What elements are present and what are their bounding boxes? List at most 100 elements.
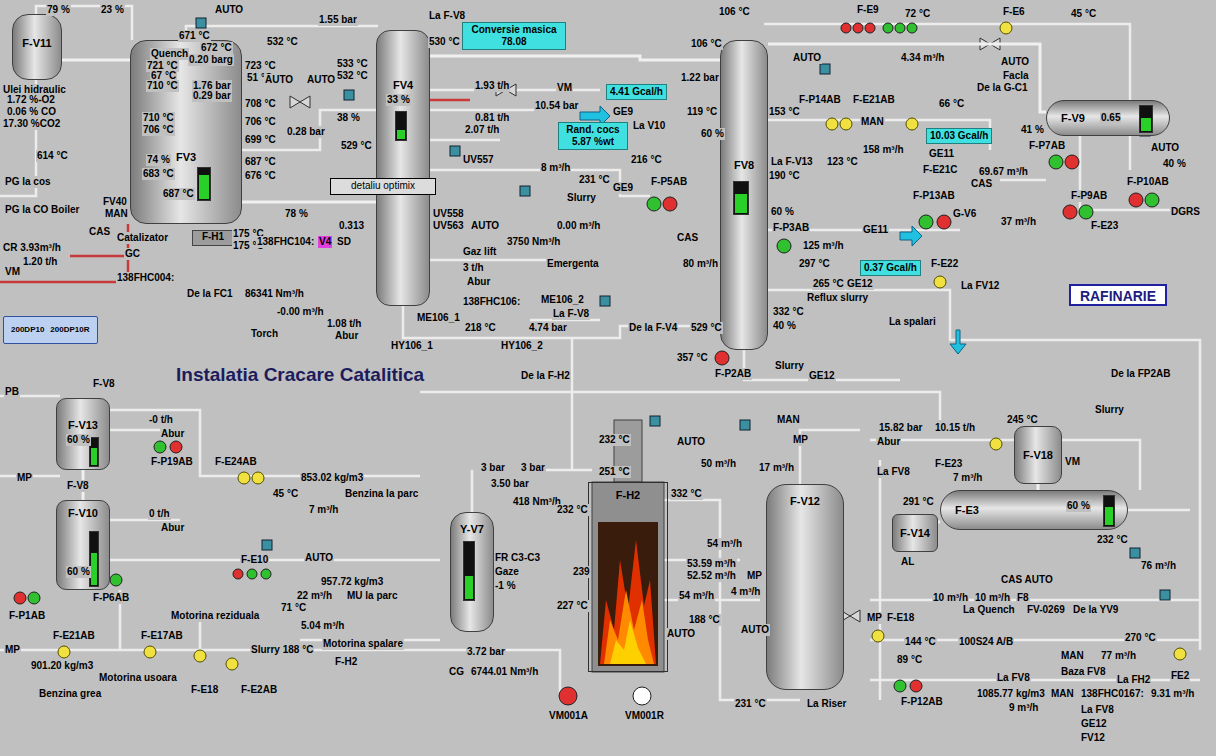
value-label: 54 m³/h [678, 590, 715, 602]
value-label: 17 m³/h [758, 462, 795, 474]
value-label: 265 °C [812, 278, 845, 290]
value-label: La F-V13 [770, 156, 814, 168]
value-label: 77 m³/h [1100, 650, 1137, 662]
value-label: Emergenta [546, 258, 600, 270]
value-label: 0.81 t/h [474, 112, 510, 124]
value-label: 418 Nm³/h [512, 496, 562, 508]
value-label: AUTO [214, 4, 244, 16]
pump-symbol [154, 441, 166, 453]
value-label: 239 [572, 566, 591, 578]
heat-exchanger-symbol [58, 22, 1186, 670]
value-label: V4 [318, 236, 332, 248]
node-label: F-V18 [1015, 449, 1061, 462]
process-vessel: F-V11 [12, 14, 62, 80]
value-label: 723 °C [244, 60, 277, 72]
level-fill [91, 553, 97, 585]
node-label: 200DP10 [11, 325, 44, 335]
valve-symbol [290, 96, 300, 108]
heat-exchanger-symbol [840, 118, 852, 130]
value-label: 7 m³/h [308, 504, 339, 516]
heat-exchanger-symbol [226, 658, 238, 670]
heat-exchanger-symbol [238, 472, 250, 484]
value-label: 9.31 m³/h [1150, 688, 1195, 700]
value-label: 3750 Nm³/h [506, 236, 561, 248]
value-label: PG la CO Boiler [4, 204, 80, 216]
heat-exchanger-symbol [872, 630, 884, 642]
node-label: F-V14 [893, 527, 937, 540]
value-label: Baza FV8 [1060, 666, 1106, 678]
value-label: 38 % [336, 112, 361, 124]
value-label: 530 °C [428, 36, 461, 48]
value-label: 227 °C [556, 600, 589, 612]
value-label: Abur [876, 436, 901, 448]
pump-symbol [841, 23, 851, 33]
value-label: 532 °C [266, 36, 299, 48]
value-label: La V10 [632, 120, 666, 132]
value-label: MU la parc [346, 590, 399, 602]
value-label: MP [866, 612, 883, 624]
value-label: 52.52 m³/h [686, 570, 737, 582]
value-label: La Quench [962, 604, 1016, 616]
value-label: GE9 [612, 182, 634, 194]
process-vessel: F-V14 [892, 514, 938, 552]
value-label: 532 °C [336, 70, 369, 82]
pump-symbol [28, 592, 40, 604]
heat-exchanger-symbol [906, 118, 918, 130]
value-label: 17.30 %CO2 [2, 118, 61, 130]
value-label: 706 °C [142, 124, 175, 136]
value-label: AUTO [666, 628, 696, 640]
value-label: GE12 [808, 370, 836, 382]
node-label: F-E3 [955, 504, 1127, 517]
value-label: F-P2AB [714, 368, 752, 380]
value-label: 672 °C [200, 42, 233, 54]
pipe-line [1000, 179, 1046, 182]
value-label: De la FP2AB [1110, 368, 1171, 380]
value-label: Slurry [566, 192, 597, 204]
value-label: La Riser [806, 698, 847, 710]
value-label: 71 °C [280, 602, 307, 614]
value-label: Reflux slurry [806, 292, 869, 304]
pump-symbol [170, 441, 182, 453]
value-label: 78 % [284, 208, 309, 220]
pump-symbol [777, 239, 791, 253]
node-label: 200DP10R [50, 325, 89, 335]
value-label: 72 °C [904, 8, 931, 20]
kpi-box: 0.37 Gcal/h [860, 260, 921, 276]
pipe-line [870, 599, 1200, 602]
value-label: 138FHC004: [116, 272, 175, 284]
value-label: La FH2 [1116, 674, 1151, 686]
value-label: 22 m³/h [296, 590, 333, 602]
value-label: 125 m³/h [802, 240, 845, 252]
value-label: 4.34 m³/h [900, 52, 945, 64]
value-label: 529 °C [340, 140, 373, 152]
pipe-line [403, 306, 724, 338]
value-label: 0.20 barg [188, 54, 234, 66]
heat-exchanger-symbol [990, 438, 1002, 450]
instrument-tag [344, 90, 354, 100]
value-label: Catalizator [116, 232, 169, 244]
value-label: 76 m³/h [1140, 560, 1177, 572]
value-label: VM [1064, 456, 1081, 468]
pump-symbol [937, 215, 951, 229]
value-label: 218 °C [464, 322, 497, 334]
node-label: F-H1 [193, 231, 233, 243]
value-label: FV40 [102, 196, 128, 208]
pump-symbol [14, 23, 1159, 705]
value-label: 10.15 t/h [934, 422, 976, 434]
value-label: La FV8 [996, 672, 1031, 684]
value-label: 710 °C [142, 112, 175, 124]
instrument-tag [520, 186, 530, 196]
value-label: PB [4, 386, 20, 398]
pump-symbol [919, 215, 933, 229]
value-label: 69.67 m³/h [978, 166, 1029, 178]
value-label: 0.28 bar [286, 126, 326, 138]
node-label: detaliu optimix [331, 180, 435, 192]
pipe-line [426, 170, 650, 196]
value-label: ME106_2 [540, 294, 585, 306]
flow-arrow [900, 226, 922, 246]
instrument-tag [740, 420, 750, 430]
value-label: 45 °C [272, 488, 299, 500]
pipe-line [420, 392, 940, 420]
value-label: 40 % [1162, 158, 1187, 170]
value-label: VM [4, 266, 21, 278]
